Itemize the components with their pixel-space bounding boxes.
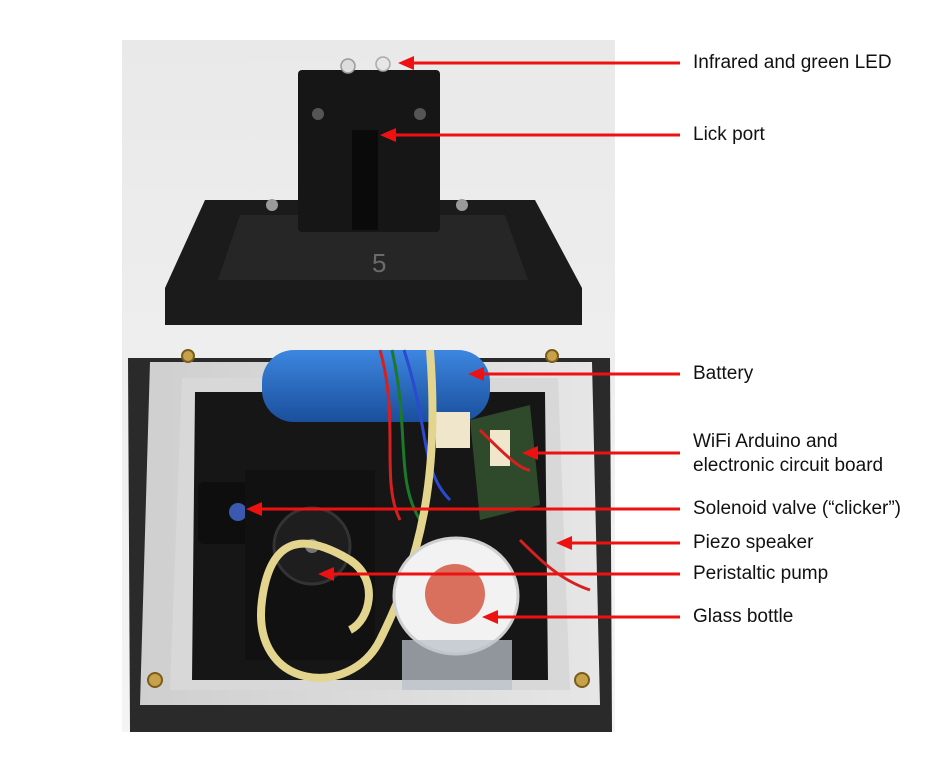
led-icon xyxy=(375,56,391,72)
label-battery: Battery xyxy=(693,363,754,384)
label-peristaltic-pump: Peristaltic pump xyxy=(693,563,829,584)
screw-icon xyxy=(147,672,163,688)
label-lick-port: Lick port xyxy=(693,124,765,145)
label-solenoid-valve: Solenoid valve (“clicker”) xyxy=(693,498,902,519)
enclosure-lid: 5 xyxy=(165,199,582,325)
screw-icon xyxy=(266,199,278,211)
arrow-piezo-speaker xyxy=(556,536,680,550)
arrow-lick-port xyxy=(380,128,680,142)
led-icon xyxy=(340,58,356,74)
screw-icon xyxy=(545,349,559,363)
lick-port-block xyxy=(298,56,440,232)
arrow-battery xyxy=(468,367,680,381)
screw-icon xyxy=(574,672,590,688)
wires xyxy=(378,349,591,592)
lid-marking: 5 xyxy=(372,248,386,278)
arrow-infrared-led xyxy=(398,56,680,70)
screw-icon xyxy=(181,349,195,363)
solenoid-block xyxy=(198,482,250,544)
label-glass-bottle: Glass bottle xyxy=(693,606,794,627)
screw-icon xyxy=(456,199,468,211)
silicone-tube xyxy=(257,349,437,682)
arrow-solenoid-valve xyxy=(246,502,680,516)
arrow-wifi-arduino xyxy=(522,446,680,460)
callout-arrows xyxy=(246,56,680,624)
arrow-peristaltic-pump xyxy=(318,567,680,581)
arrow-glass-bottle xyxy=(482,610,680,624)
label-piezo-speaker: Piezo speaker xyxy=(693,532,814,553)
label-wifi-arduino: WiFi Arduino and electronic circuit boar… xyxy=(693,431,884,476)
label-infrared-led: Infrared and green LED xyxy=(693,52,892,73)
battery-pack xyxy=(262,350,490,422)
glass-bottle xyxy=(392,536,520,690)
